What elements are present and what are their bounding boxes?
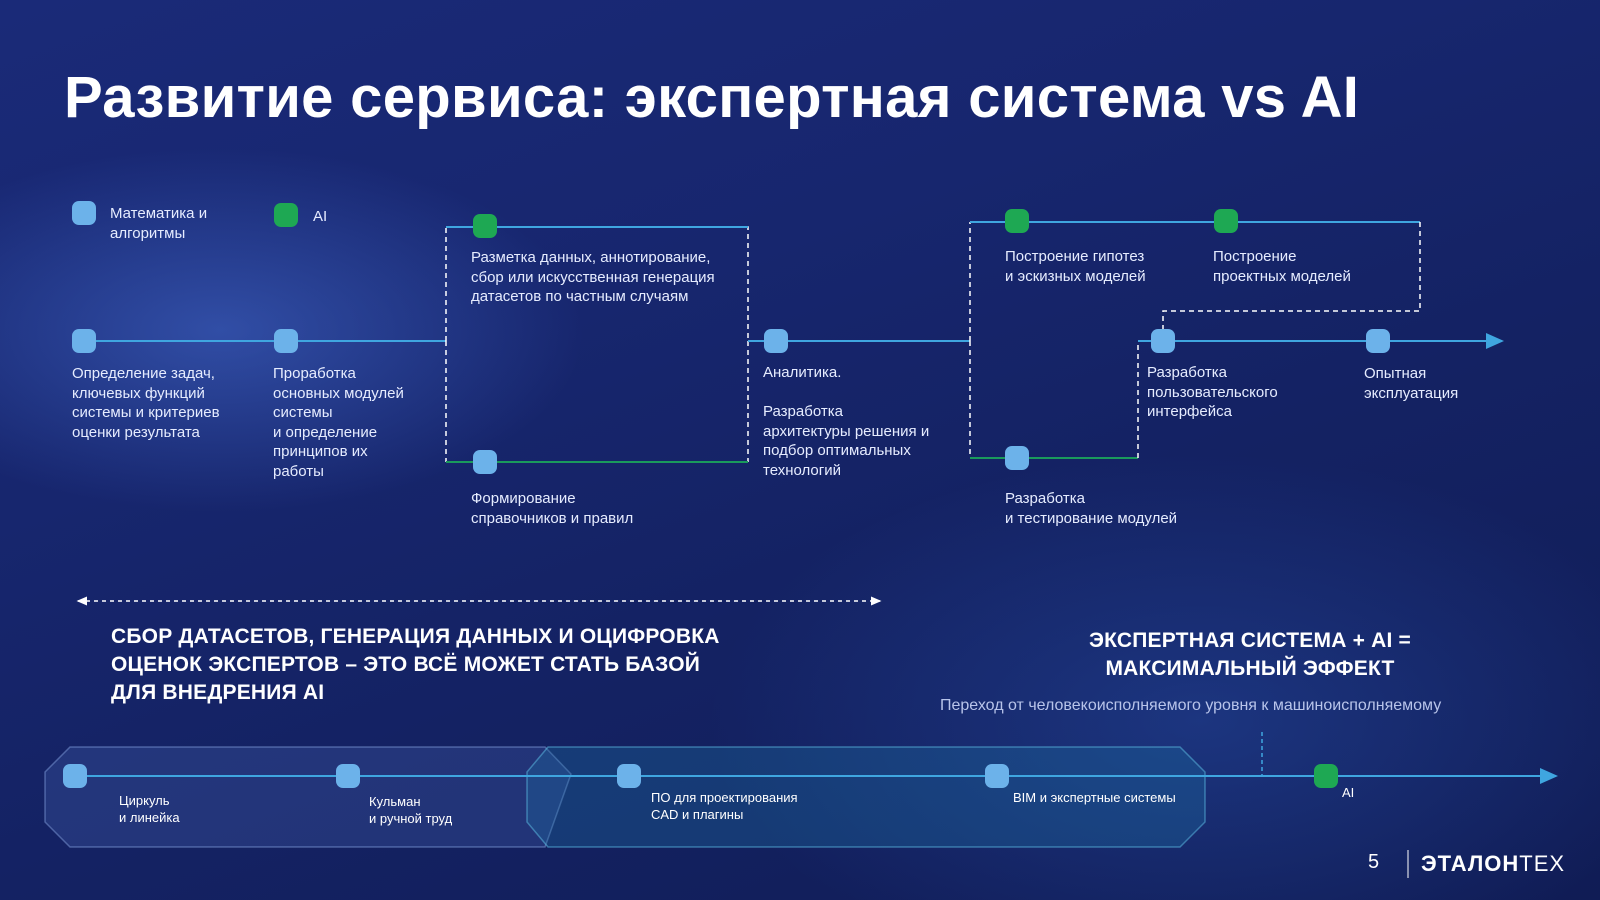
label-cad: ПО для проектирования CAD и плагины <box>651 790 798 822</box>
panel-manual <box>44 746 572 848</box>
label-tasks: Определение задач, ключевых функций сист… <box>72 365 220 441</box>
label-trial: Опытная эксплуатация <box>1364 365 1459 402</box>
node-design <box>1214 209 1238 233</box>
brand-light: ТЕХ <box>1519 851 1566 876</box>
node-bim <box>985 764 1009 788</box>
node-ui <box>1151 329 1175 353</box>
callout-expert-ai: ЭКСПЕРТНАЯ СИСТЕМА + AI = МАКСИМАЛЬНЫЙ Э… <box>1089 629 1411 680</box>
callout-transition: Переход от человекоисполняемого уровня к… <box>940 697 1442 714</box>
design-return <box>1162 222 1421 341</box>
label-reference: Формирование справочников и правил <box>471 490 634 527</box>
legend-math-marker <box>72 201 96 225</box>
label-ui: Разработка пользовательского интерфейса <box>1147 364 1278 420</box>
node-tasks <box>72 329 96 353</box>
label-design: Построение проектных моделей <box>1213 248 1351 285</box>
label-modules: Проработка основных модулей системы и оп… <box>273 365 404 480</box>
label-markup: Разметка данных, аннотирование, сбор или… <box>471 249 715 305</box>
node-modules <box>274 329 298 353</box>
node-hypothesis <box>1005 209 1029 233</box>
node-analytics <box>764 329 788 353</box>
label-kulman: Кульман и ручной труд <box>369 794 453 826</box>
node-ai <box>1314 764 1338 788</box>
label-dev-test: Разработка и тестирование модулей <box>1005 490 1178 527</box>
node-kulman <box>336 764 360 788</box>
brand-logo: ЭТАЛОНТЕХ <box>1421 851 1565 877</box>
brand-bold: ЭТАЛОН <box>1421 851 1520 876</box>
legend-ai-label: AI <box>313 208 328 225</box>
label-analytics: Аналитика. Разработка архитектуры решени… <box>763 364 930 479</box>
label-hypothesis: Построение гипотез и эскизных моделей <box>1005 248 1146 285</box>
legend-math-label: Математика и алгоритмы <box>110 205 208 242</box>
label-compass: Циркуль и линейка <box>119 793 180 825</box>
reference-bracket <box>445 341 749 462</box>
page-number: 5 <box>1368 851 1380 873</box>
node-compass <box>63 764 87 788</box>
panel-digital <box>526 746 1206 848</box>
page-title: Развитие сервиса: экспертная система vs … <box>64 65 1360 130</box>
label-ai: AI <box>1342 785 1355 800</box>
node-dev-test <box>1005 446 1029 470</box>
node-trial <box>1366 329 1390 353</box>
node-markup <box>473 214 497 238</box>
callout-datasets: СБОР ДАТАСЕТОВ, ГЕНЕРАЦИЯ ДАННЫХ И ОЦИФР… <box>111 625 720 704</box>
node-cad <box>617 764 641 788</box>
node-reference <box>473 450 497 474</box>
legend-ai-marker <box>274 203 298 227</box>
label-bim: BIM и экспертные системы <box>1013 790 1176 805</box>
